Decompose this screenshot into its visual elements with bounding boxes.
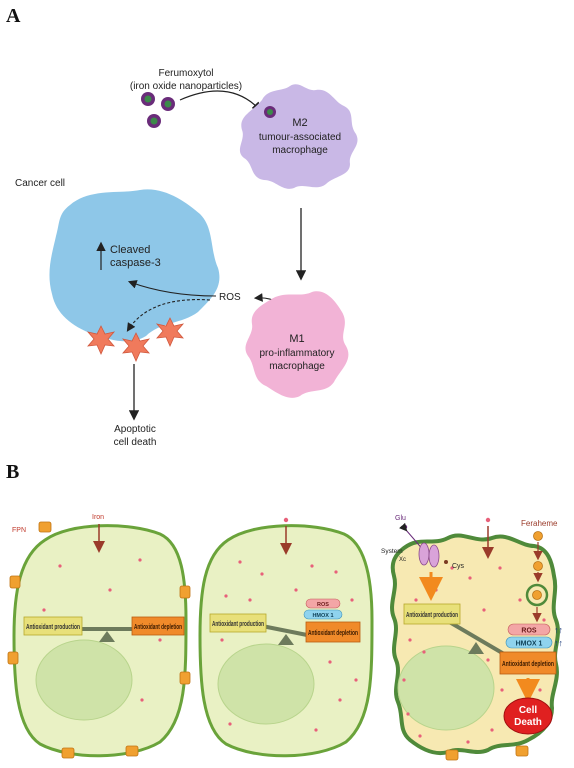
caspase-label: caspase-3 — [110, 257, 161, 269]
antioxidant-production-text-3: Antioxidant production — [406, 612, 458, 619]
fpn-label: FPN — [12, 527, 26, 534]
antioxidant-production-text-2: Antioxidant production — [212, 621, 264, 628]
ros-box-2 — [305, 598, 341, 609]
glu-molecule — [402, 524, 408, 530]
m1-line2: macrophage — [269, 361, 325, 372]
apoptotic-label: Apoptotic — [114, 424, 156, 435]
antioxidant-production-box-3 — [403, 603, 461, 625]
ferroportin-channels — [7, 521, 191, 759]
hmox-box-2 — [303, 609, 343, 620]
balance-seesaw-1 — [82, 627, 132, 642]
m1-title: M1 — [289, 333, 304, 345]
antioxidant-depletion-text-1: Antioxidant depletion — [134, 624, 182, 631]
hmox-increase-arrows: ↑↑ — [554, 638, 563, 648]
ros-text-2: ROS — [317, 602, 329, 608]
m1-line1: pro-inflammatory — [259, 348, 334, 359]
feraheme-particle-membrane — [533, 561, 543, 571]
endosome-cargo — [532, 590, 542, 600]
antioxidant-depletion-box-1 — [131, 616, 185, 636]
cancer-cell-label: Cancer cell — [15, 178, 65, 189]
uptake-arrow — [179, 90, 262, 112]
ferumoxytol-sub-label: (iron oxide nanoparticles) — [130, 81, 242, 92]
panel-b-label: B — [6, 461, 19, 483]
system-x-label: System — [381, 548, 403, 555]
ros-to-receptor-arrow — [126, 299, 211, 332]
antioxidant-depletion-text-2: Antioxidant depletion — [308, 630, 358, 637]
ferroportin-channels-3 — [445, 745, 529, 761]
system-xc-transporter — [418, 542, 440, 568]
iron-particle-2 — [283, 517, 289, 523]
cleaved-label: Cleaved — [110, 244, 150, 256]
iron-label: Iron — [92, 514, 104, 521]
m2-title: M2 — [292, 117, 307, 129]
cys-label: Cys — [452, 563, 465, 570]
cell-death-badge — [503, 697, 553, 735]
ferumoxytol-label: Ferumoxytol — [158, 68, 213, 79]
hmox-text-3: HMOX 1 — [516, 641, 543, 648]
m2-line2: macrophage — [272, 145, 328, 156]
ros-box-3 — [507, 623, 551, 636]
ros-label: ROS — [219, 292, 241, 303]
hmox-text-2: HMOX 1 — [312, 613, 333, 619]
balance-seesaw-3 — [444, 618, 506, 656]
antioxidant-production-box-1 — [23, 616, 83, 636]
antioxidant-production-text-1: Antioxidant production — [26, 624, 80, 631]
hmox-box-3 — [505, 636, 553, 649]
feraheme-particle — [533, 531, 543, 541]
cys-molecule — [444, 560, 448, 564]
balance-seesaw-2 — [261, 624, 313, 645]
feraheme-label: Feraheme — [521, 519, 558, 528]
panel-a-label: A — [6, 5, 21, 27]
cell-death-text-2: Death — [514, 717, 542, 728]
m2-line1: tumour-associated — [259, 132, 341, 143]
system-x-sub-label: Xc — [399, 557, 406, 563]
antioxidant-depletion-box-2 — [305, 621, 361, 643]
ros-to-caspase-arrow — [127, 280, 217, 297]
apoptosis-starbursts — [86, 317, 185, 362]
ros-text-3: ROS — [521, 628, 537, 635]
glu-label: Glu — [395, 515, 406, 522]
antioxidant-depletion-text-3: Antioxidant depletion — [502, 661, 554, 668]
antioxidant-depletion-box-3 — [499, 651, 557, 675]
ros-increase-arrows: ↑↑ — [554, 625, 563, 635]
iron-particle-3 — [485, 517, 491, 523]
nanoparticles — [141, 92, 175, 128]
antioxidant-production-box-2 — [209, 613, 267, 633]
iron-dots-1 — [42, 558, 162, 702]
cell-death-text-1: Cell — [519, 705, 538, 716]
cancer-cell — [49, 189, 220, 342]
m1-macrophage — [245, 291, 349, 398]
cell-death-label: cell death — [114, 437, 157, 448]
